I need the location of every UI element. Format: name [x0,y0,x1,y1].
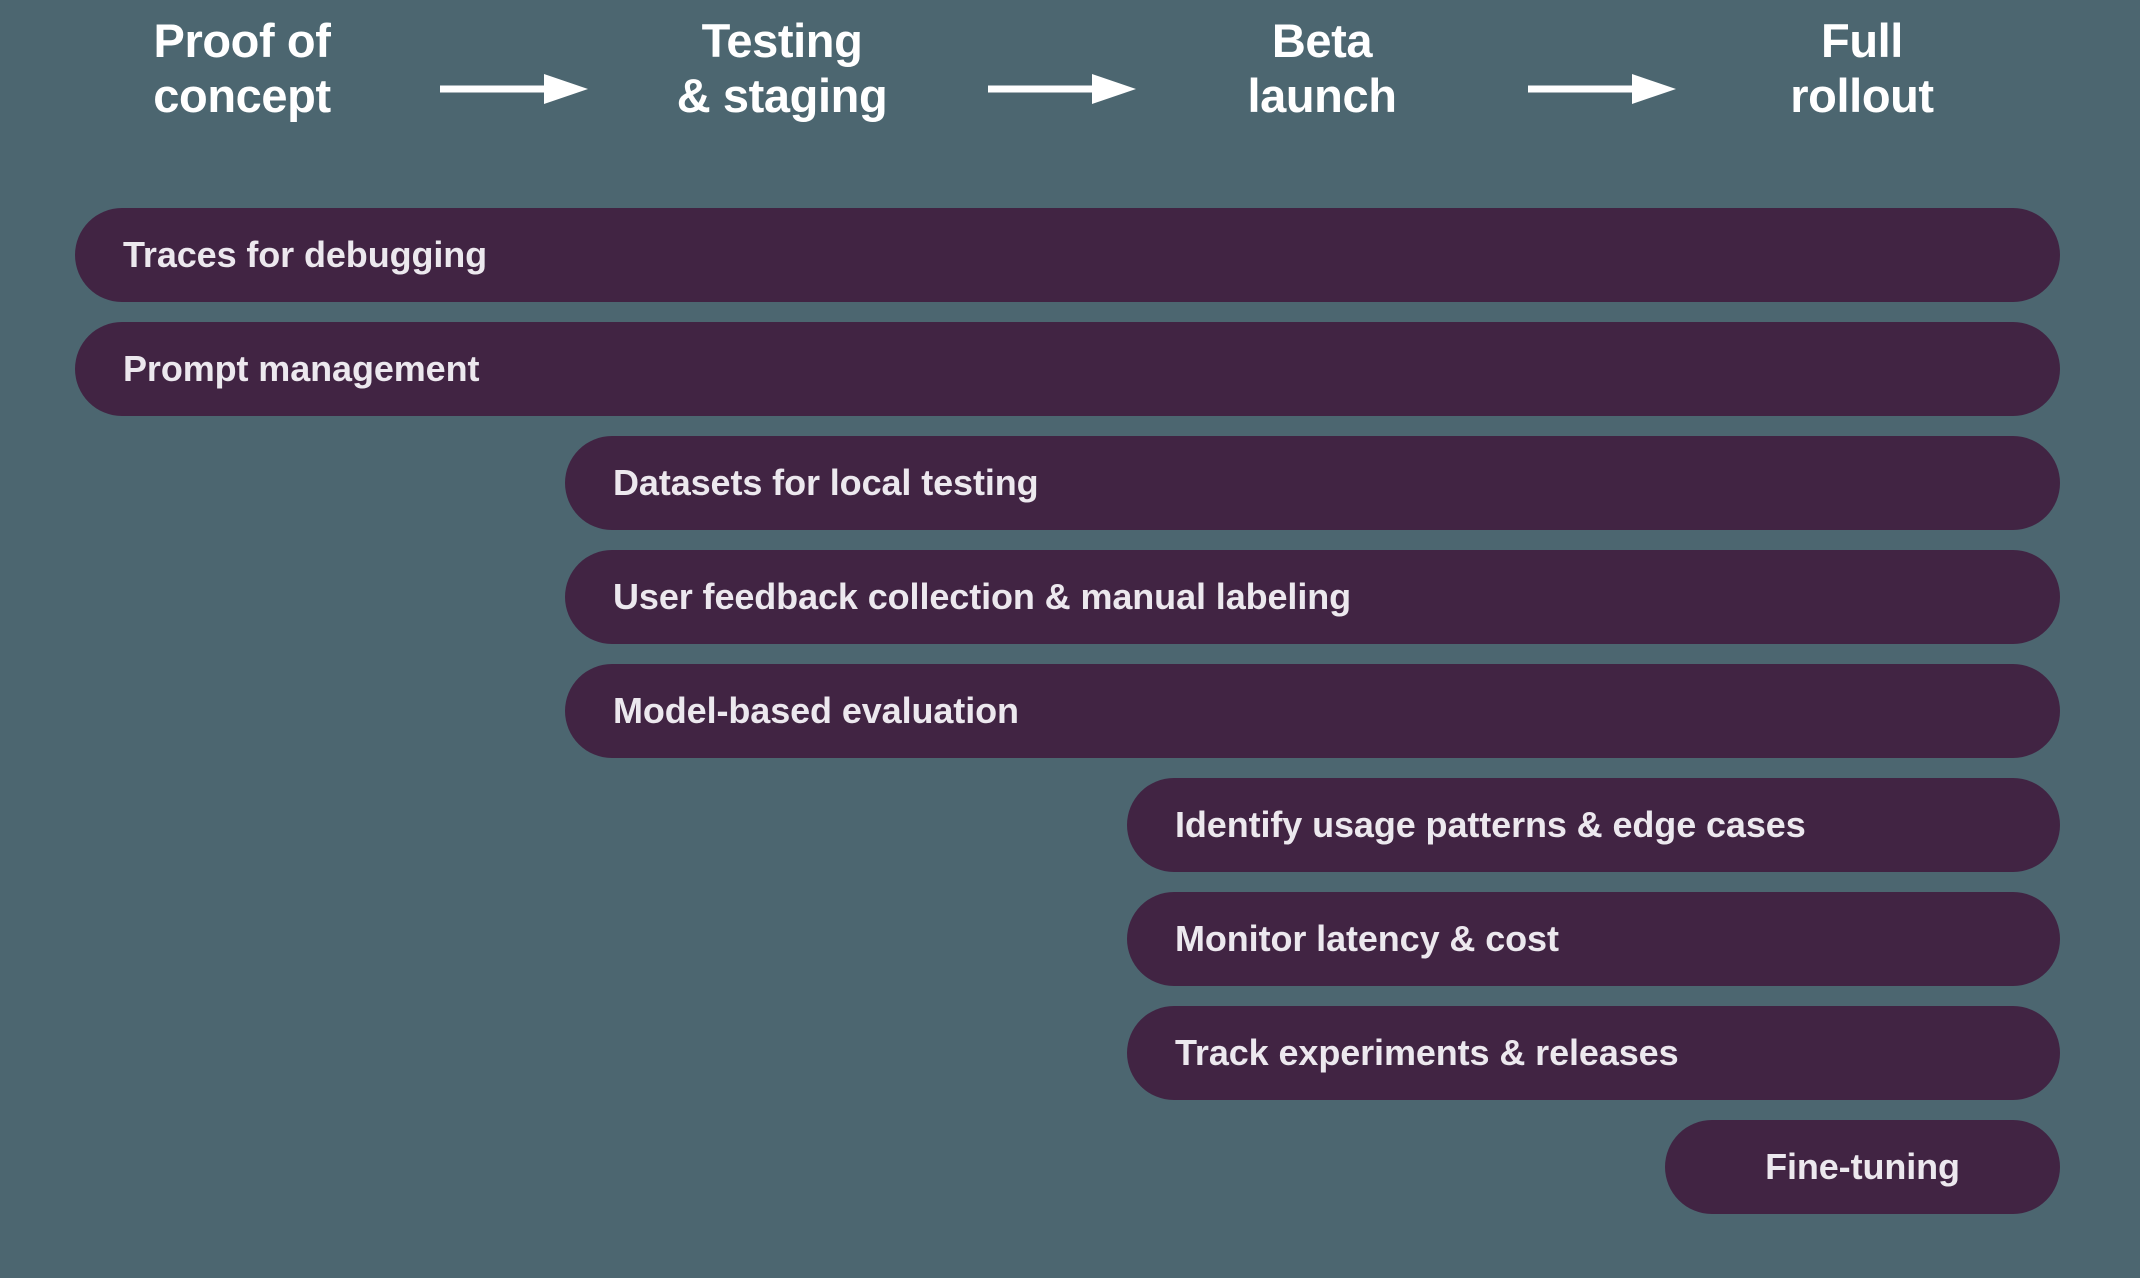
capability-bar-label: Track experiments & releases [1175,1032,1679,1073]
capability-bar-label: Identify usage patterns & edge cases [1175,804,1806,845]
phase-label-4: Full rollout [1790,14,1934,122]
capability-bar-label: Datasets for local testing [613,462,1039,503]
capability-bar[interactable]: Traces for debugging [75,208,2060,302]
phase-label-1: Proof of concept [153,14,331,122]
capability-bar[interactable]: Model-based evaluation [565,664,2060,758]
arrow-testing-to-beta-icon [988,74,1136,104]
capability-bar[interactable]: Monitor latency & cost [1127,892,2060,986]
capability-bar[interactable]: Identify usage patterns & edge cases [1127,778,2060,872]
capability-bar-label: Monitor latency & cost [1175,918,1559,959]
capability-bar-label: Model-based evaluation [613,690,1019,731]
capability-bar[interactable]: Datasets for local testing [565,436,2060,530]
arrow-beta-to-rollout-icon [1528,74,1676,104]
arrow-poc-to-testing-icon [440,74,588,104]
capability-bar-label: Prompt management [123,348,480,389]
phase-label-2: Testing & staging [676,14,888,122]
capability-bar[interactable]: User feedback collection & manual labeli… [565,550,2060,644]
phase-label-3: Beta launch [1247,14,1397,122]
phase-header-row: Proof of concept Testing & staging Beta la… [0,0,2140,185]
capability-bar[interactable]: Fine-tuning [1665,1120,2060,1214]
capability-bar[interactable]: Track experiments & releases [1127,1006,2060,1100]
capability-bar-label: Fine-tuning [1765,1146,1960,1187]
capability-bar-label: Traces for debugging [123,234,488,275]
capability-bar[interactable]: Prompt management [75,322,2060,416]
capability-bar-label: User feedback collection & manual labeli… [613,576,1352,617]
